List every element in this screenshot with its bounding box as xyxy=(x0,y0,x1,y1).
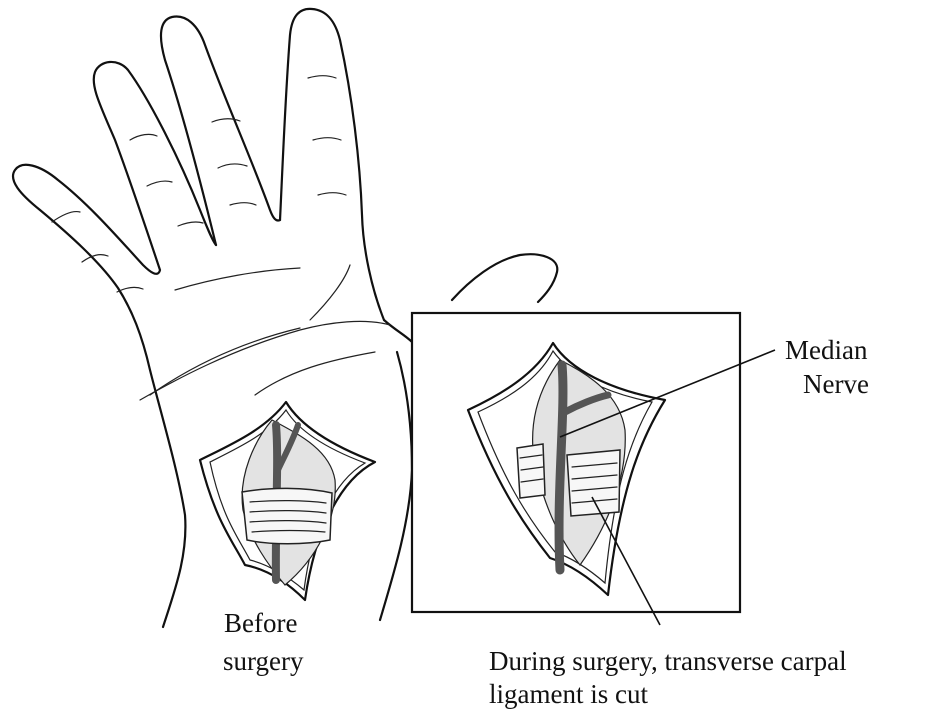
during-surgery-label-line1: During surgery, transverse carpal xyxy=(489,646,847,676)
median-nerve-label-line2: Nerve xyxy=(803,369,869,399)
before-surgery-label-line1: Before xyxy=(224,608,297,638)
median-nerve-label-line1: Median xyxy=(785,335,868,365)
incision-before xyxy=(200,402,375,600)
before-surgery-label-line2: surgery xyxy=(223,646,304,676)
during-surgery-label-line2: ligament is cut xyxy=(489,679,648,709)
